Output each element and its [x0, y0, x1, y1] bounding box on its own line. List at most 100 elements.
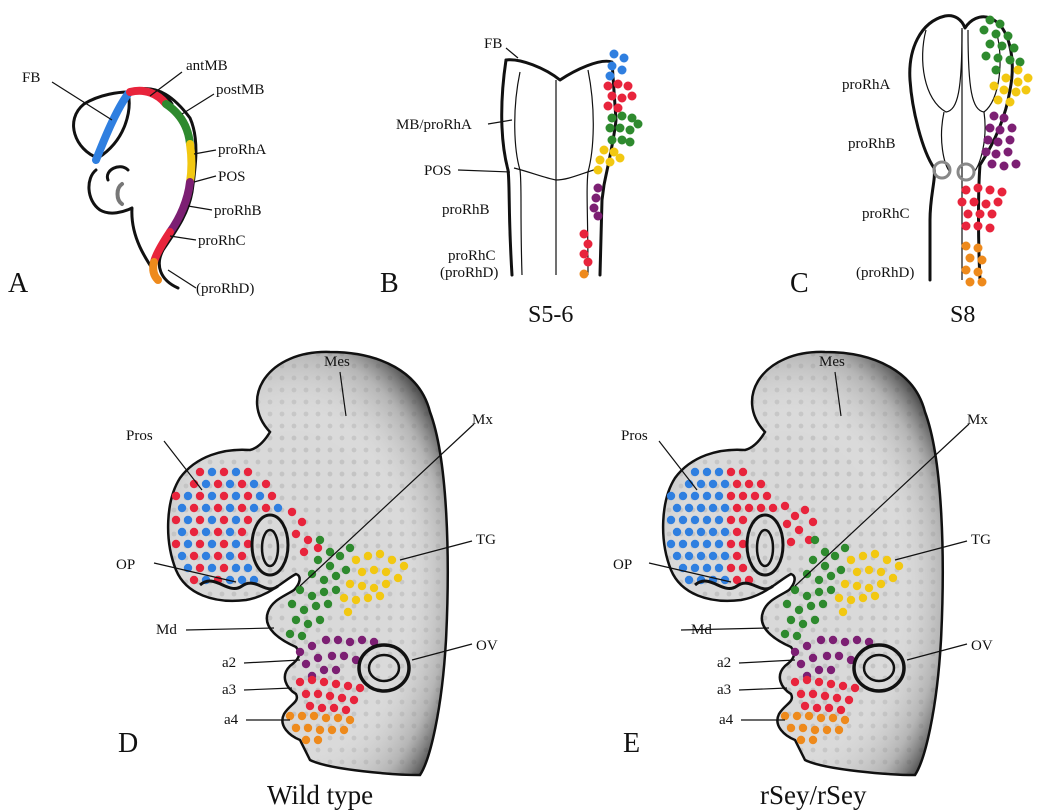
- d-dot-yellow: [358, 582, 366, 590]
- d-dot-blue: [250, 480, 258, 488]
- e-dot-blue: [715, 468, 723, 476]
- e-dot-red: [751, 492, 759, 500]
- d-dot-red: [244, 468, 252, 476]
- e-dot-green: [811, 616, 819, 624]
- panel-e: Mes Pros Mx TG OP Md OV a2 a3 a4 E rSey/…: [613, 352, 993, 810]
- panel-c-dot-green: [998, 42, 1007, 51]
- e-dot-blue: [721, 552, 729, 560]
- d-dot-yellow: [344, 608, 352, 616]
- d-dot-yellow: [370, 584, 378, 592]
- d-dot-yellow: [382, 568, 390, 576]
- d-dot-red: [172, 492, 180, 500]
- e-dot-red: [801, 506, 809, 514]
- e-dot-blue: [667, 516, 675, 524]
- d-dot-blue: [226, 528, 234, 536]
- d-dot-red: [314, 544, 322, 552]
- panel-e-letter: E: [623, 728, 640, 759]
- d-dot-purple: [340, 652, 348, 660]
- d-dot-orange: [328, 726, 336, 734]
- panel-c-dot-yellow: [1024, 74, 1033, 83]
- panel-b-dot-yellow: [600, 146, 609, 155]
- e-dot-blue: [697, 528, 705, 536]
- d-dot-red: [300, 548, 308, 556]
- panel-b-dot-yellow: [606, 158, 615, 167]
- e-dot-blue: [679, 492, 687, 500]
- d-dot-red: [220, 564, 228, 572]
- e-dot-blue: [703, 468, 711, 476]
- e-dot-red: [827, 680, 835, 688]
- e-dot-red: [797, 690, 805, 698]
- e-dot-yellow: [877, 568, 885, 576]
- panel-b-dot-red: [580, 250, 589, 259]
- panel-b-dot-red: [584, 258, 593, 267]
- panel-e-label-pros: Pros: [621, 428, 648, 444]
- d-dot-green: [320, 588, 328, 596]
- panel-c-label-prorhb: proRhB: [848, 136, 896, 152]
- e-dot-red: [769, 504, 777, 512]
- panel-b-dot-green: [626, 138, 635, 147]
- d-dot-red: [320, 678, 328, 686]
- panel-c-dot-orange: [974, 244, 983, 253]
- d-dot-orange: [292, 724, 300, 732]
- panel-c-dot-yellow: [994, 96, 1003, 105]
- panel-c-dot-purple: [994, 138, 1003, 147]
- panel-d-label-a3: a3: [222, 682, 236, 698]
- d-dot-orange: [340, 726, 348, 734]
- e-dot-green: [803, 592, 811, 600]
- e-dot-red: [815, 678, 823, 686]
- d-dot-red: [288, 508, 296, 516]
- d-dot-blue: [184, 540, 192, 548]
- e-dot-orange: [823, 726, 831, 734]
- panel-a-segment-green: [166, 104, 190, 144]
- e-dot-blue: [715, 564, 723, 572]
- d-dot-red: [196, 564, 204, 572]
- e-dot-yellow: [853, 582, 861, 590]
- panel-b-dot-red: [608, 92, 617, 101]
- d-dot-red: [298, 518, 306, 526]
- d-dot-green: [324, 600, 332, 608]
- panel-d-label-ov: OV: [476, 638, 498, 654]
- d-dot-orange: [304, 724, 312, 732]
- panel-b-label-fb: FB: [484, 36, 502, 52]
- e-dot-yellow: [895, 562, 903, 570]
- e-dot-blue: [679, 540, 687, 548]
- d-dot-red: [244, 492, 252, 500]
- e-dot-yellow: [853, 568, 861, 576]
- d-dot-green: [316, 616, 324, 624]
- panel-c-otic-right-icon: [958, 164, 974, 180]
- e-dot-blue: [721, 504, 729, 512]
- e-dot-green: [821, 562, 829, 570]
- panel-c-dot-orange: [966, 254, 975, 263]
- e-dot-blue: [721, 528, 729, 536]
- e-dot-blue: [691, 564, 699, 572]
- d-dot-purple: [302, 660, 310, 668]
- panel-c-dot-red: [994, 198, 1003, 207]
- d-dot-yellow: [388, 556, 396, 564]
- panel-c-dot-green: [986, 40, 995, 49]
- e-dot-red: [739, 492, 747, 500]
- d-dot-blue: [256, 492, 264, 500]
- d-dot-red: [190, 528, 198, 536]
- d-dot-red: [214, 480, 222, 488]
- d-dot-red: [308, 676, 316, 684]
- panel-c-dot-yellow: [1006, 98, 1015, 107]
- d-dot-orange: [310, 712, 318, 720]
- panel-b: FB MB/proRhA POS proRhB proRhC (proRhD) …: [380, 36, 643, 328]
- panel-e-label-a2: a2: [717, 655, 731, 671]
- e-dot-red: [837, 706, 845, 714]
- e-dot-red: [727, 492, 735, 500]
- e-dot-yellow: [847, 556, 855, 564]
- panel-c-dot-orange: [962, 242, 971, 251]
- e-dot-blue: [709, 552, 717, 560]
- e-dot-blue: [709, 504, 717, 512]
- panel-d-label-tg: TG: [476, 532, 496, 548]
- panel-e-label-a3: a3: [717, 682, 731, 698]
- e-dot-blue: [715, 516, 723, 524]
- d-dot-red: [238, 480, 246, 488]
- panel-a-letter: A: [8, 268, 29, 299]
- d-dot-green: [304, 620, 312, 628]
- e-dot-orange: [829, 714, 837, 722]
- e-dot-blue: [703, 516, 711, 524]
- d-dot-red: [302, 690, 310, 698]
- e-dot-orange: [787, 724, 795, 732]
